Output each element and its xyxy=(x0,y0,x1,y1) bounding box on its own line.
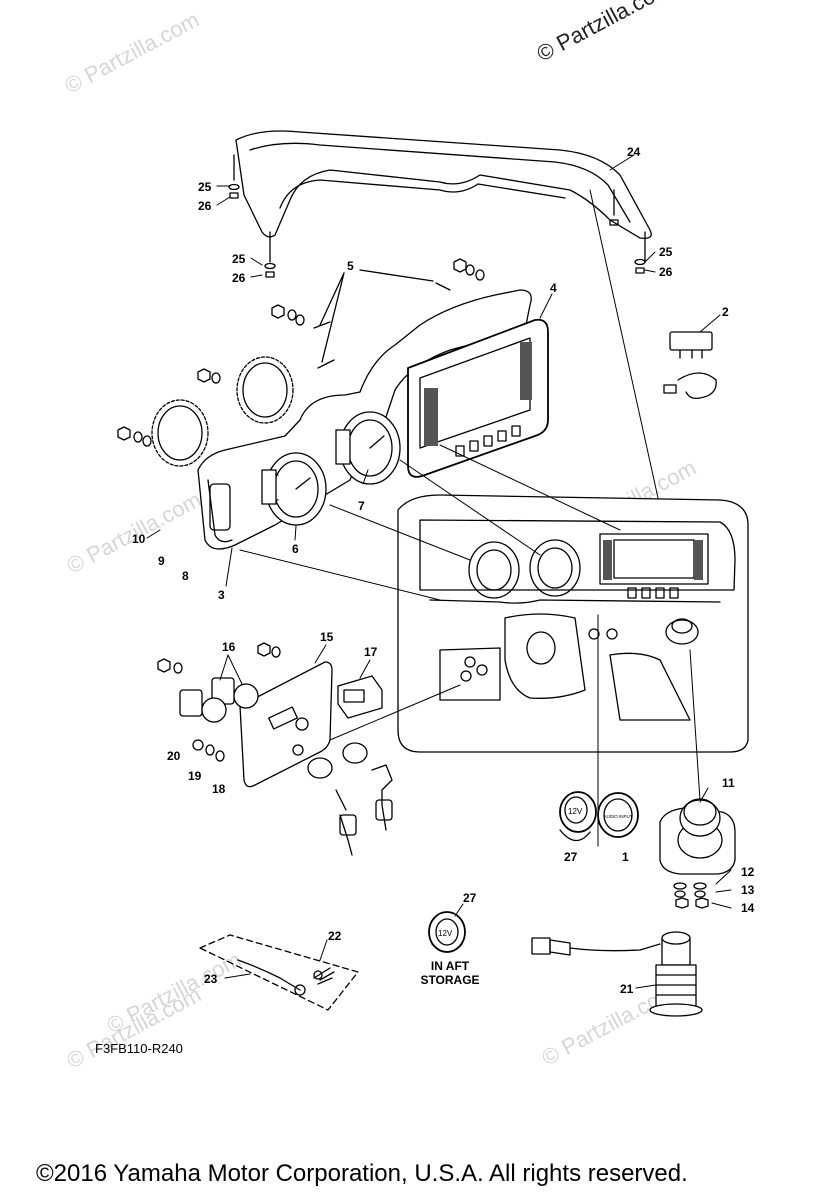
bezel-rings xyxy=(117,356,294,467)
display-part-4 xyxy=(407,318,549,478)
diagram-code: F3FB110-R240 xyxy=(95,1041,183,1056)
callout-25: 25 xyxy=(198,180,212,194)
callout-15: 15 xyxy=(320,630,334,644)
callout-26: 26 xyxy=(659,265,673,279)
module-part-2 xyxy=(663,331,717,400)
harness-part-22 xyxy=(199,934,359,1011)
callout-14: 14 xyxy=(741,901,755,915)
callout-25: 25 xyxy=(659,245,673,259)
callout-27: 27 xyxy=(564,850,578,864)
callout-6: 6 xyxy=(292,542,299,556)
callout-10: 10 xyxy=(132,532,146,546)
visor-part-24 xyxy=(235,130,652,239)
socket-12v-aft-text: 12V xyxy=(438,929,453,938)
callout-11: 11 xyxy=(722,776,735,790)
note-line-2: STORAGE xyxy=(420,973,480,987)
gauge-part-6 xyxy=(261,452,327,526)
callout-26: 26 xyxy=(198,199,212,213)
callout-17: 17 xyxy=(364,645,378,659)
screws-part-5 xyxy=(271,258,485,369)
aft-storage-note: IN AFT STORAGE xyxy=(405,959,495,987)
dashboard-console xyxy=(397,494,749,753)
callout-23: 23 xyxy=(204,972,218,986)
gauge-part-7 xyxy=(335,411,401,485)
callout-13: 13 xyxy=(741,883,755,897)
switch-part-17 xyxy=(337,675,383,719)
callout-1: 1 xyxy=(622,850,629,864)
callout-26: 26 xyxy=(232,271,246,285)
callout-19: 19 xyxy=(188,769,202,783)
callout-25: 25 xyxy=(232,252,246,266)
callout-24: 24 xyxy=(627,145,641,159)
callout-7: 7 xyxy=(358,499,365,513)
socket-12v-aft-part-27: 12V xyxy=(428,911,466,953)
callouts: 24 25 26 25 26 25 26 5 4 2 7 6 10 9 8 3 … xyxy=(132,145,755,996)
callout-9: 9 xyxy=(158,554,165,568)
switch-plate-part-15 xyxy=(239,661,333,788)
callout-12: 12 xyxy=(741,865,755,879)
switches-part-16 xyxy=(157,642,281,762)
visor-bolts xyxy=(228,154,646,278)
audio-input-text: AUDIO INPUT xyxy=(603,814,632,819)
leader-lines xyxy=(146,154,732,989)
key-switches xyxy=(307,742,393,856)
callout-27: 27 xyxy=(463,891,477,905)
part-21 xyxy=(531,931,703,1017)
callout-20: 20 xyxy=(167,749,181,763)
callout-4: 4 xyxy=(550,281,557,295)
audio-input-part-1: AUDIO INPUT xyxy=(597,792,639,838)
socket-12v-text: 12V xyxy=(568,807,583,816)
control-part-11 xyxy=(659,798,736,909)
note-line-1: IN AFT xyxy=(430,959,470,973)
callout-8: 8 xyxy=(182,569,189,583)
callout-21: 21 xyxy=(620,982,634,996)
callout-18: 18 xyxy=(212,782,226,796)
callout-16: 16 xyxy=(222,640,236,654)
callout-22: 22 xyxy=(328,929,342,943)
socket-12v-part-27: 12V xyxy=(559,791,597,842)
callout-5: 5 xyxy=(347,259,354,273)
callout-3: 3 xyxy=(218,588,225,602)
callout-2: 2 xyxy=(722,305,729,319)
copyright-footer: ©2016 Yamaha Motor Corporation, U.S.A. A… xyxy=(36,1160,688,1187)
